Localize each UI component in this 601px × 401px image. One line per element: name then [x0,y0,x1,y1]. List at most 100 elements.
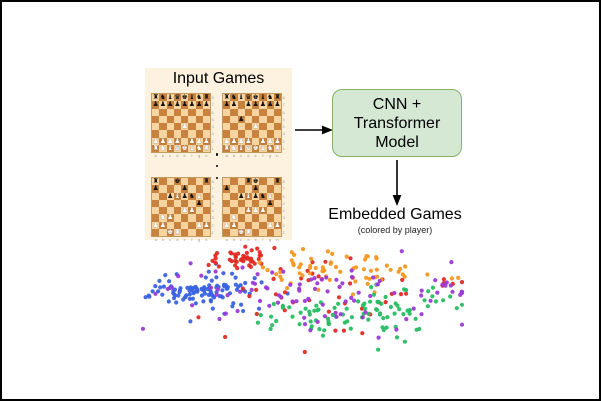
scatter-point-player-blue [221,271,226,276]
arrow-right-icon [295,125,333,135]
scatter-point-player-blue [208,299,214,304]
scatter-point-player-purple [312,286,318,291]
scatter-point-player-orange [328,260,334,265]
scatter-point-player-purple [215,287,221,292]
scatter-point-player-red [210,258,215,263]
arrow-down-icon [392,160,402,206]
scatter-point-player-blue [176,293,181,298]
scatter-point-player-purple [240,265,245,270]
scatter-point-player-red [229,251,234,256]
scatter-point-player-orange [257,260,262,265]
scatter-point-player-purple [368,293,373,299]
scatter-point-player-red [441,277,446,282]
scatter-point-player-purple [325,289,330,294]
scatter-point-player-green [401,312,406,317]
scatter-point-player-blue [147,294,152,299]
scatter-point-player-blue [166,299,171,304]
scatter-point-player-purple [349,274,355,280]
model-box-line3: Model [375,133,419,151]
scatter-point-player-orange [374,256,379,261]
model-box-line2: Transformer [353,114,441,132]
scatter-point-player-purple [411,306,416,311]
scatter-point-player-blue [224,286,229,291]
scatter-point-player-green [336,301,341,306]
scatter-point-player-green [280,305,285,310]
scatter-point-player-red [310,260,315,265]
scatter-point-player-purple [252,281,258,286]
scatter-point-player-green [290,314,295,319]
scatter-point-player-green [314,303,319,308]
scatter-point-player-green [298,310,303,315]
scatter-point-player-blue [160,292,165,297]
scatter-point-player-orange [364,275,369,280]
scatter-point-player-purple [377,278,382,284]
scatter-point-player-blue [215,283,220,288]
scatter-point-player-purple [308,328,313,333]
scatter-point-player-red [360,331,365,336]
scatter-point-player-blue [194,289,199,294]
scatter-point-player-blue [158,285,163,290]
scatter-point-player-green [349,315,354,320]
scatter-point-player-purple [255,272,260,277]
scatter-point-player-purple [433,278,438,283]
scatter-point-player-green [407,311,412,316]
scatter-point-player-red [257,250,262,255]
scatter-point-player-purple [334,314,339,319]
scatter-point-player-purple [249,287,254,292]
scatter-point-player-purple [214,292,219,297]
scatter-point-player-green [320,333,326,338]
scatter-point-player-blue [174,300,179,305]
scatter-point-player-purple [302,298,307,304]
scatter-point-player-red [238,257,243,262]
scatter-point-player-red [272,245,277,251]
scatter-point-player-purple [337,284,342,289]
scatter-point-player-blue [210,306,215,311]
scatter-point-player-orange [367,276,372,281]
scatter-point-player-blue [188,285,193,290]
scatter-point-player-green [308,319,313,324]
scatter-point-player-orange [291,261,296,266]
scatter-point-player-purple [419,293,424,298]
scatter-point-player-red [213,256,218,261]
scatter-point-player-green [376,299,381,304]
scatter-point-player-purple [153,291,158,296]
scatter-point-player-green [326,321,331,326]
scatter-point-player-red [248,264,253,269]
scatter-point-player-blue [241,308,246,314]
embedding-scatter-plot [140,244,465,355]
scatter-point-player-green [405,308,410,313]
scatter-point-player-red [254,311,259,317]
scatter-point-player-orange [309,256,314,261]
scatter-point-player-blue [233,275,238,280]
scatter-point-player-green [345,319,350,324]
scatter-point-player-orange [330,251,335,256]
scatter-point-player-green [287,305,292,310]
scatter-point-player-orange [344,254,349,259]
scatter-point-player-green [269,314,274,319]
scatter-point-player-red [216,264,221,269]
scatter-point-player-red [316,274,321,279]
scatter-point-player-red [404,291,409,296]
scatter-point-player-blue [190,289,196,294]
scatter-point-player-orange [403,264,408,269]
scatter-point-player-orange [388,267,393,272]
scatter-point-player-green [376,347,381,352]
scatter-point-player-green [383,294,388,300]
scatter-point-player-orange [364,254,369,259]
scatter-point-player-red [229,259,234,264]
scatter-point-player-orange [307,271,312,276]
scatter-point-player-red [252,261,257,266]
scatter-point-player-purple [375,282,380,287]
scatter-point-player-purple [315,281,320,286]
scatter-point-player-purple [312,276,317,281]
scatter-point-player-purple [392,290,397,296]
scatter-point-player-blue [188,319,193,324]
scatter-point-player-purple [225,293,230,298]
scatter-point-player-green [271,301,276,307]
scatter-point-player-green [363,306,368,311]
scatter-point-player-red [243,244,248,249]
scatter-point-player-orange [278,274,283,279]
scatter-point-player-orange [353,279,358,284]
